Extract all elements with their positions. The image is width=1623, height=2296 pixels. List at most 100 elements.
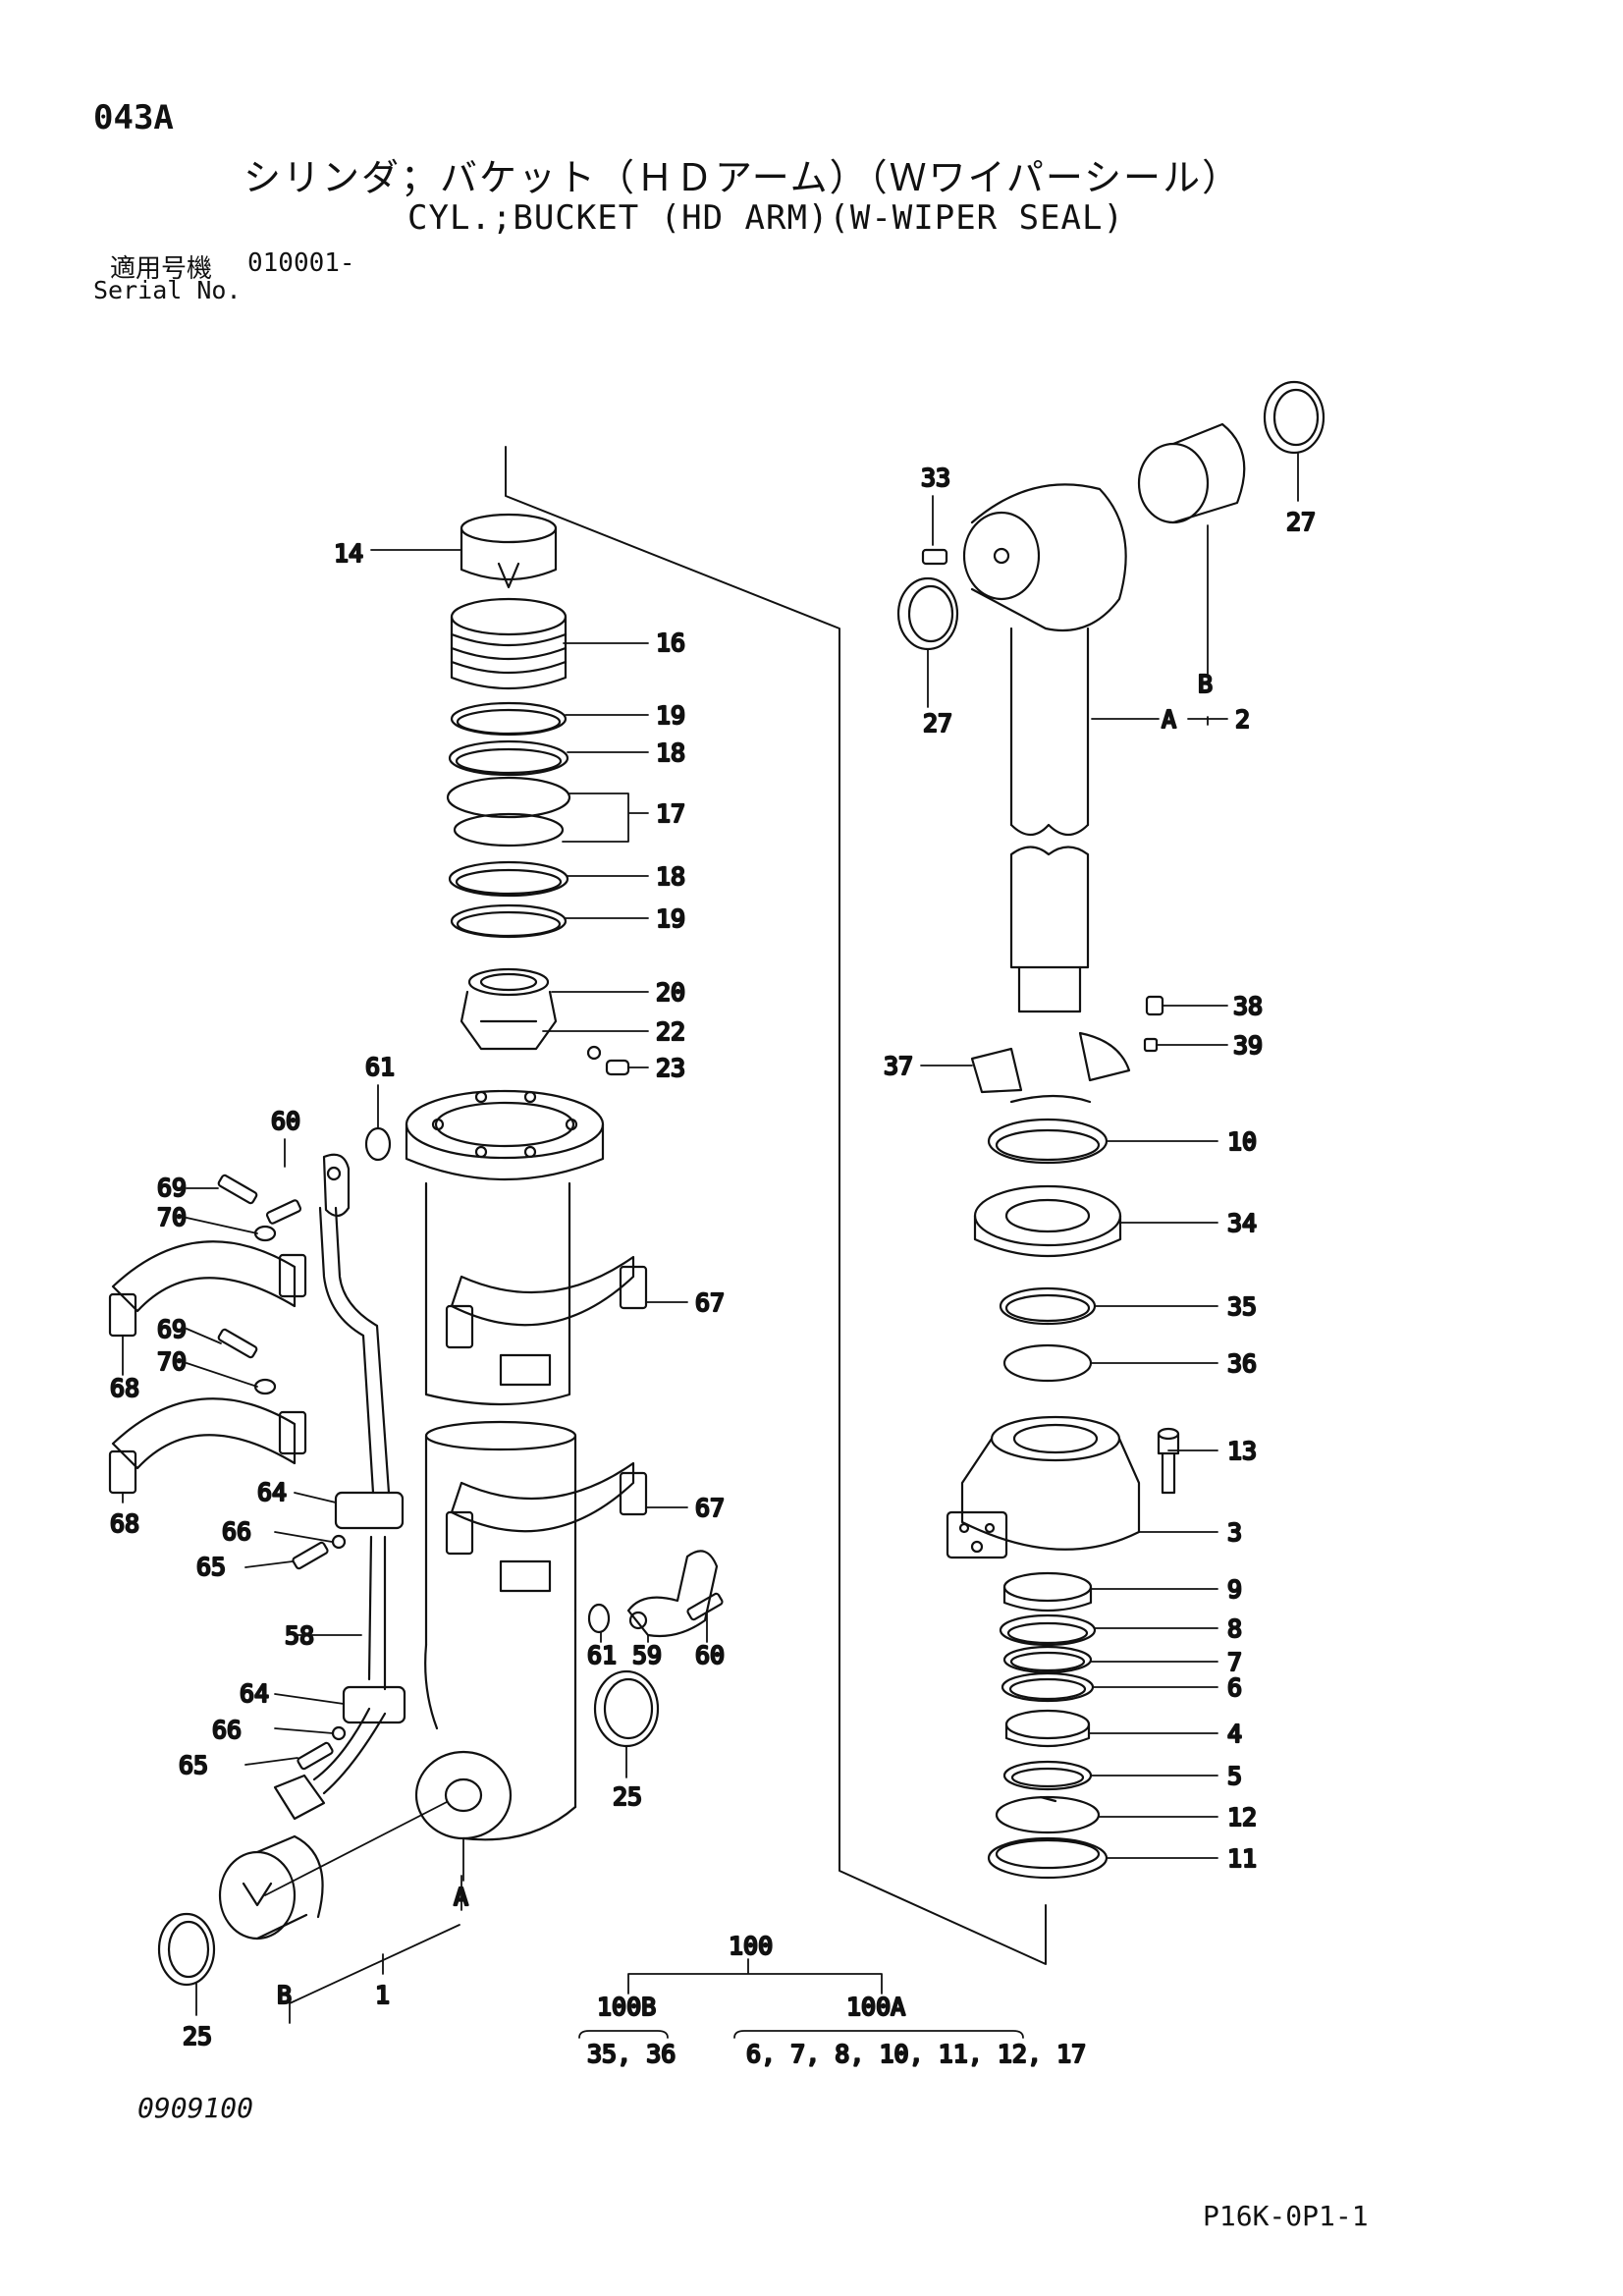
callout-22: 22 [656,1017,685,1046]
callout-6: 6 [1227,1673,1242,1702]
callout-27: 27 [1286,508,1316,536]
part-67-band-lower [445,1461,648,1593]
callout-13: 13 [1227,1437,1257,1465]
part-14-rod-cover [460,513,558,589]
leader-lines [122,453,1299,2024]
part-38-screw [1145,995,1164,1016]
callout-60: 60 [271,1107,300,1135]
part-35-oring [999,1286,1097,1326]
part-5-ring [1002,1760,1093,1791]
part-9-bushing [1002,1571,1093,1613]
callout-7: 7 [1227,1648,1242,1676]
part-66-washer-upper [331,1534,347,1550]
part-65-bolt-lower [297,1741,334,1771]
part-36-backup-ring [1002,1343,1093,1383]
part-33-grease-fitting [921,548,948,566]
cylinder-tube-body [424,1181,577,1647]
part-64-clamp-upper [334,1491,405,1530]
part-6-seal [1001,1671,1095,1703]
part-18-ring-lower [448,860,569,898]
callout-B: B [1198,670,1213,698]
part-25-seal-right [593,1669,660,1748]
part-60-bolt-left [265,1199,302,1225]
callout-69: 69 [157,1174,187,1202]
callout-36: 36 [1227,1349,1257,1378]
part-20-nut [460,967,558,1051]
callout-66: 66 [222,1517,251,1546]
part-70-washer-lower [253,1378,277,1395]
callout-12: 12 [1227,1803,1257,1831]
callout-4: 4 [1227,1720,1242,1748]
serial-number-value: 010001- [247,248,355,278]
callout-20: 20 [656,978,685,1007]
part-69-bolt-upper [217,1174,258,1205]
serial-label-japanese: 適用号機 [110,254,213,284]
part-19-ring-lower [450,903,568,939]
part-61-oring-upper [364,1126,392,1162]
callout-35: 35 [1227,1292,1257,1321]
part-16-piston-head [450,597,568,690]
part-67-band-upper [445,1255,648,1387]
assembly-boundary-line [505,446,1047,1965]
callout-10: 10 [1227,1127,1257,1156]
part-17-seal [446,776,571,847]
callout-68: 68 [110,1374,139,1402]
part-22-ball [586,1045,602,1061]
part-58-pipe [312,1206,391,1795]
callout-27: 27 [923,709,952,738]
part-69-bolt-lower [217,1328,258,1359]
kit-b-label: 100B [597,1993,656,2021]
part-2-piston-rod-eye [962,483,1127,837]
callout-18: 18 [656,738,685,767]
callout-64: 64 [257,1478,287,1506]
part-68-band-upper [108,1240,307,1338]
part-25-seal-left [157,1912,216,1987]
callout-17: 17 [656,799,685,828]
part-61-oring-lower [587,1603,611,1634]
kit-a-parts: 6, 7, 8, 10, 11, 12, 17 [746,2040,1086,2068]
callout-65: 65 [179,1751,208,1779]
part-64-clamp-lower [342,1685,406,1724]
callout-16: 16 [656,629,685,657]
part-23-screw [605,1059,630,1076]
callout-9: 9 [1227,1575,1242,1604]
part-34-retainer [973,1184,1122,1257]
part-4-bushing [1004,1709,1091,1748]
part-37-snap-ring [970,1031,1131,1104]
callout-5: 5 [1227,1762,1242,1790]
callout-33: 33 [921,464,950,492]
part-60-bolt-lower [686,1592,724,1621]
callout-37: 37 [884,1052,913,1080]
part-7-ring [1002,1645,1093,1674]
title-english: CYL.;BUCKET (HD ARM)(W-WIPER SEAL) [407,198,1124,238]
callout-B: B [277,1981,292,2009]
callout-19: 19 [656,904,685,933]
callout-58: 58 [285,1621,314,1650]
part-2-piston-rod-lower [1009,846,1090,1013]
part-65-bolt-upper [292,1541,329,1570]
title-japanese: シリンダ；バケット（ＨＤアーム）（Ｗワイパーシール） [243,156,1242,199]
callout-25: 25 [613,1782,642,1811]
callout-64: 64 [240,1679,269,1708]
callout-66: 66 [212,1716,242,1744]
callout-A: A [454,1883,468,1911]
part-39-screw [1143,1037,1159,1053]
kit-bracket-lines [578,1958,1024,2039]
callout-68: 68 [110,1509,139,1538]
callout-11: 11 [1227,1844,1257,1873]
callout-A: A [1162,705,1176,734]
callout-39: 39 [1233,1031,1263,1060]
callout-14: 14 [334,539,363,568]
drawing-number: 0909100 [137,2092,254,2124]
part-27-seal-top [1263,380,1325,455]
callout-67: 67 [695,1288,725,1317]
callout-61: 61 [365,1053,395,1081]
callout-67: 67 [695,1494,725,1522]
part-59-fitting-lower [626,1550,719,1638]
page-reference: P16K-0P1-1 [1203,2200,1369,2232]
pipe-end-fitting [273,1774,326,1821]
callout-8: 8 [1227,1614,1242,1643]
part-10-ring [987,1118,1109,1165]
callout-69: 69 [157,1315,187,1343]
